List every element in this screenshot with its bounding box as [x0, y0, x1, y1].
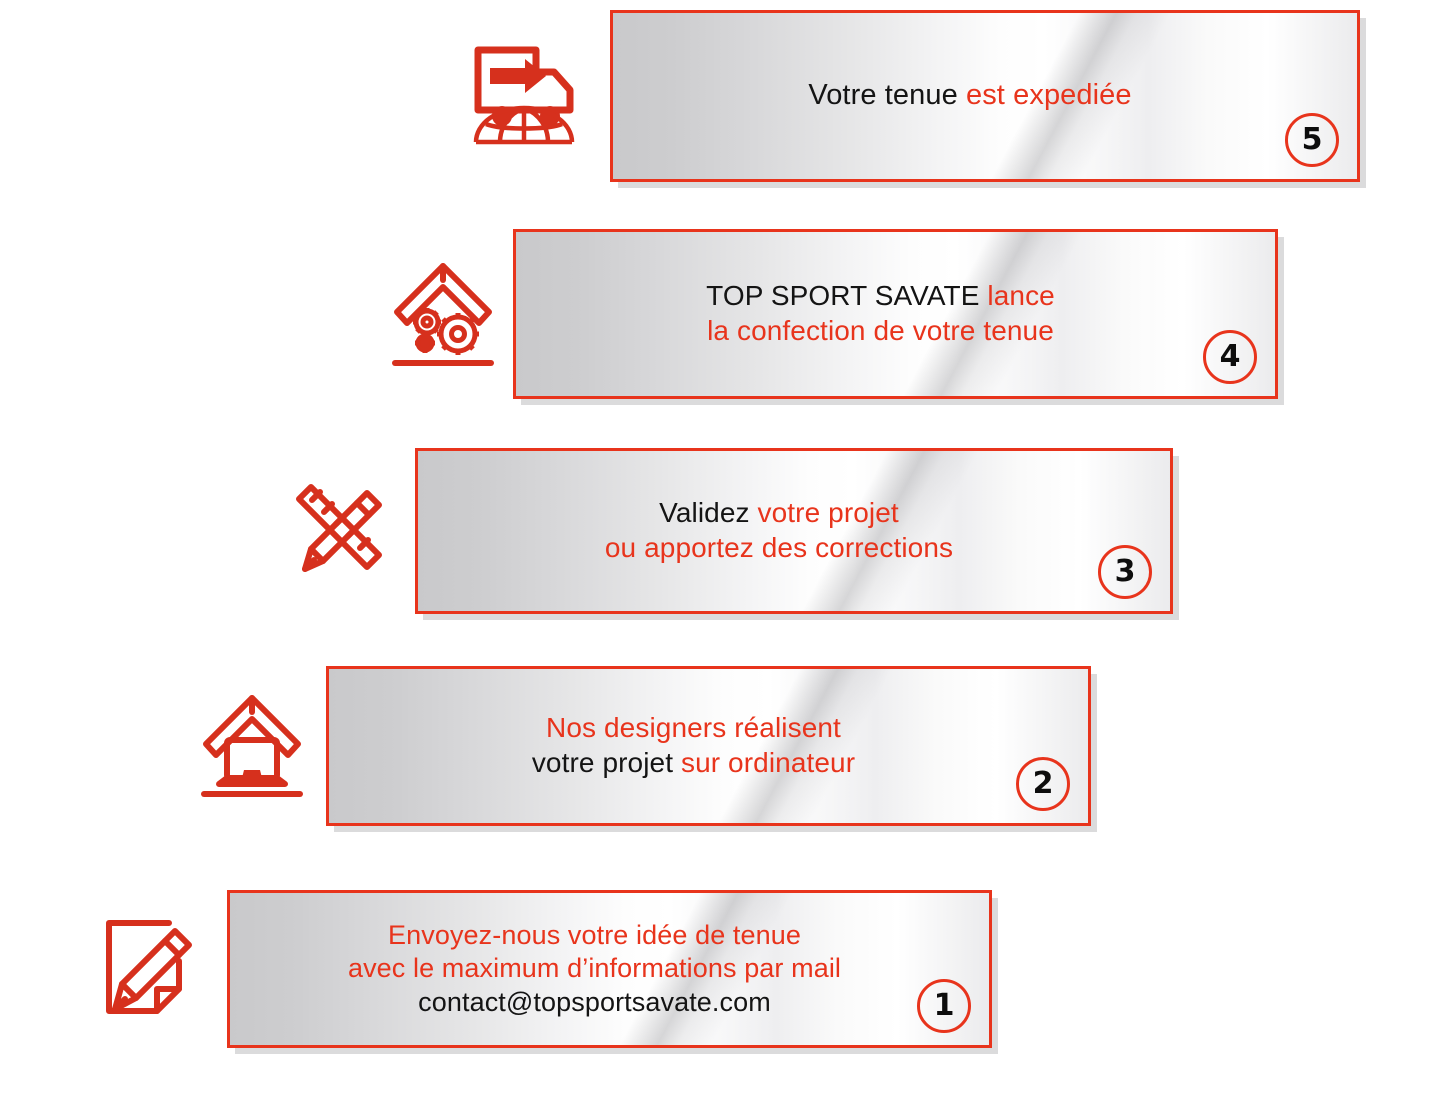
- plaque-line: ou apportez des corrections: [605, 531, 953, 566]
- step-badge-3: 3: [1098, 545, 1152, 599]
- step-badge-1: 1: [917, 979, 971, 1033]
- step-badge-5: 5: [1285, 113, 1339, 167]
- text-segment: sur ordinateur: [680, 747, 856, 778]
- roof-gears-icon: [387, 252, 499, 377]
- plaque-line: Envoyez-nous votre idée de tenue: [348, 919, 841, 952]
- text-segment: la confection de votre tenue: [707, 315, 1054, 346]
- text-segment: votre projet: [757, 497, 899, 529]
- delivery-truck-globe-icon: [470, 38, 578, 155]
- ruler-pencil-icon: [283, 471, 395, 592]
- text-segment: Nos designers réalisent: [546, 712, 841, 744]
- text-segment: lance: [987, 280, 1055, 312]
- plaque-line: TOP SPORT SAVATE lance: [706, 279, 1055, 314]
- roof-laptop-icon: [196, 686, 308, 807]
- text-segment: ou apportez des corrections: [604, 532, 954, 563]
- text-segment: contact@topsportsavate.com: [418, 986, 771, 1017]
- plaque-5-text: Votre tenue est expediée: [768, 78, 1201, 114]
- text-segment: Votre tenue: [808, 79, 966, 112]
- text-segment: avec le maximum d’informations par mail: [347, 953, 842, 984]
- text-segment: Envoyez-nous votre idée de tenue: [388, 919, 801, 950]
- plaque-line: contact@topsportsavate.com: [348, 986, 841, 1019]
- plaque-line: votre projet sur ordinateur: [532, 746, 855, 781]
- plaque-line: Nos designers réalisent: [532, 711, 855, 746]
- plaque-line: Validez votre projet: [605, 496, 953, 531]
- text-segment: votre projet: [531, 747, 681, 778]
- plaque-line: la confection de votre tenue: [706, 314, 1055, 349]
- document-pencil-icon: [95, 909, 205, 1030]
- step-badge-2: 2: [1016, 757, 1070, 811]
- text-segment: Validez: [659, 497, 758, 529]
- plaque-line: Votre tenue est expediée: [808, 78, 1131, 114]
- step-badge-4: 4: [1203, 330, 1257, 384]
- plaque-5: Votre tenue est expediée 5: [610, 10, 1360, 182]
- plaque-line: avec le maximum d’informations par mail: [348, 952, 841, 985]
- process-step-5: Votre tenue est expediée 5: [470, 10, 1360, 182]
- text-segment: TOP SPORT SAVATE: [706, 280, 988, 312]
- text-segment: est expediée: [965, 79, 1132, 112]
